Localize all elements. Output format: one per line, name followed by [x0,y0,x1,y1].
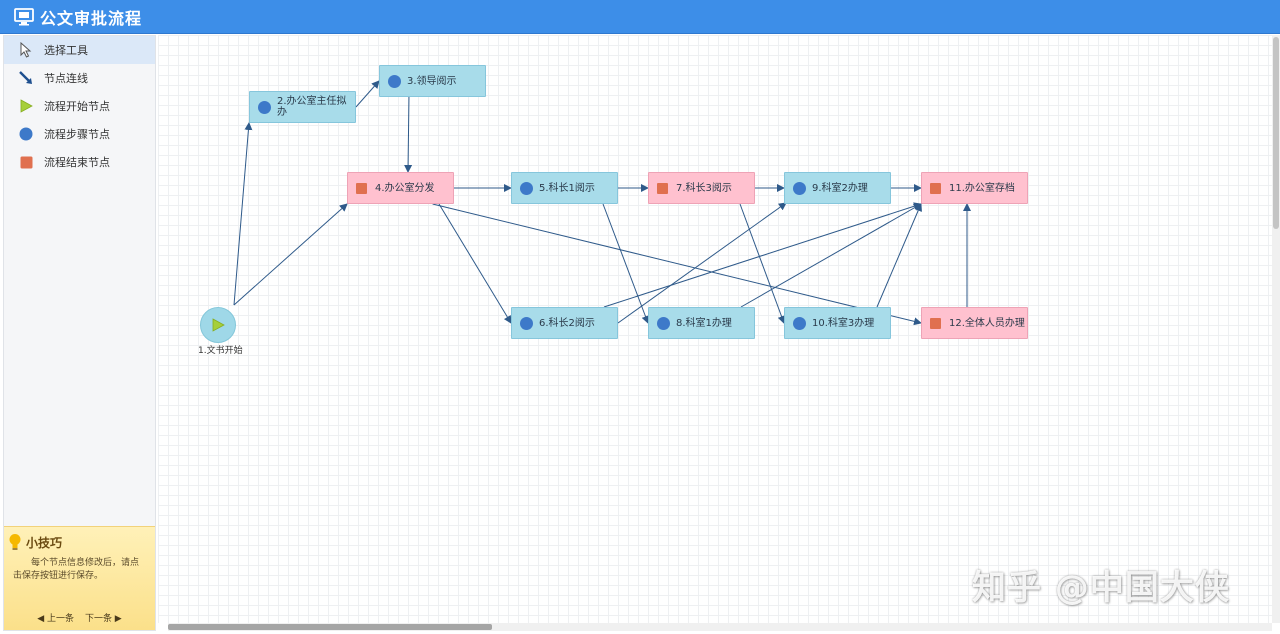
tips-pager: ◀ 上一条 下一条 ▶ [4,611,155,624]
lightbulb-icon [9,534,21,550]
end-square-icon [930,182,941,194]
tool-label: 流程步骤节点 [44,128,110,141]
blue-circle-icon [18,126,34,142]
flow-node-4[interactable]: 4.办公室分发 [347,172,454,204]
monitor-icon [14,7,34,25]
flow-node-label: 6.科长2阅示 [539,317,595,329]
scroll-thumb[interactable] [168,624,492,630]
step-circle-icon [388,74,401,88]
flow-edge-5-to-8[interactable] [602,203,650,324]
flow-edge-7-to-10[interactable] [739,203,786,324]
tool-start-node[interactable]: 流程开始节点 [4,92,155,120]
flow-node-5[interactable]: 5.科长1阅示 [511,172,618,204]
horizontal-scrollbar[interactable] [168,623,1272,631]
tool-end-node[interactable]: 流程结束节点 [4,148,155,176]
tips-next-link[interactable]: 下一条 ▶ [84,614,122,624]
step-circle-icon [793,181,806,195]
flow-node-8[interactable]: 8.科室1办理 [648,307,755,339]
flow-node-2[interactable]: 2.办公室主任拟办 [249,91,356,123]
scroll-thumb[interactable] [1273,37,1279,229]
flow-node-label: 5.科长1阅示 [539,182,595,194]
flow-node-label: 9.科室2办理 [812,182,868,194]
tips-title: 小技巧 [26,535,63,550]
play-triangle-icon [212,318,225,332]
end-square-icon [657,182,668,194]
flow-edge-4-to-12[interactable] [432,203,922,326]
tool-connector[interactable]: 节点连线 [4,64,155,92]
flow-edge-6-to-9[interactable] [617,202,787,324]
flow-edge-8-to-11[interactable] [740,203,922,308]
flow-canvas[interactable]: 1.文书开始 2.办公室主任拟办 3.领导阅示 4.办公室分发 5.科长1阅示 6.科长… [158,35,1272,623]
page-title: 公文审批流程 [40,8,143,28]
start-node[interactable] [200,307,236,343]
flow-node-label: 10.科室3办理 [812,317,875,329]
flow-node-10[interactable]: 10.科室3办理 [784,307,891,339]
flow-edge-1-to-4[interactable] [233,203,348,306]
flow-edge-1-to-2[interactable] [233,122,253,306]
orange-square-icon [18,154,34,170]
step-circle-icon [258,100,271,114]
tool-label: 流程结束节点 [44,156,110,169]
flow-edge-10-to-11[interactable] [876,203,922,308]
flow-node-label: 11.办公室存档 [949,182,1015,194]
title-bar: 公文审批流程 [0,0,1280,34]
tool-palette: 选择工具 节点连线 流程开始节点 流程步骤节点 流程结束节点 小技 [3,35,156,631]
flow-edge-4-to-6[interactable] [438,203,512,324]
flow-node-label: 3.领导阅示 [407,75,457,87]
flow-edge-6-to-11[interactable] [603,202,922,308]
tool-step-node[interactable]: 流程步骤节点 [4,120,155,148]
flow-node-label: 7.科长3阅示 [676,182,732,194]
tool-label: 选择工具 [44,44,88,57]
flow-node-12[interactable]: 12.全体人员办理 [921,307,1028,339]
flow-node-7[interactable]: 7.科长3阅示 [648,172,755,204]
tool-label: 流程开始节点 [44,100,110,113]
end-square-icon [930,317,941,329]
end-square-icon [356,182,367,194]
step-circle-icon [657,316,670,330]
tips-prev-link[interactable]: ◀ 上一条 [37,614,75,624]
flow-node-label: 2.办公室主任拟办 [277,96,347,118]
tips-panel: 小技巧 每个节点信息修改后，请点击保存按钮进行保存。 ◀ 上一条 下一条 ▶ [4,526,155,630]
flow-node-9[interactable]: 9.科室2办理 [784,172,891,204]
flow-node-3[interactable]: 3.领导阅示 [379,65,486,97]
flow-node-label: 12.全体人员办理 [949,317,1025,329]
step-circle-icon [793,316,806,330]
flow-edge-3-to-4[interactable] [404,96,413,173]
tool-label: 节点连线 [44,72,88,85]
step-circle-icon [520,316,533,330]
flow-node-label: 4.办公室分发 [375,182,435,194]
flow-node-6[interactable]: 6.科长2阅示 [511,307,618,339]
cursor-arrow-icon [18,42,34,58]
play-triangle-icon [18,98,34,114]
start-node-label: 1.文书开始 [198,346,243,356]
watermark: 知乎 @中国大侠 [972,568,1230,608]
vertical-scrollbar[interactable] [1272,35,1280,623]
tips-body: 每个节点信息修改后，请点击保存按钮进行保存。 [13,558,140,581]
flow-node-label: 8.科室1办理 [676,317,732,329]
connector-arrow-icon [18,70,34,86]
flow-edges [233,80,972,326]
step-circle-icon [520,181,533,195]
tool-select[interactable]: 选择工具 [4,36,155,64]
flow-edge-2-to-3[interactable] [355,80,380,108]
flow-node-11[interactable]: 11.办公室存档 [921,172,1028,204]
